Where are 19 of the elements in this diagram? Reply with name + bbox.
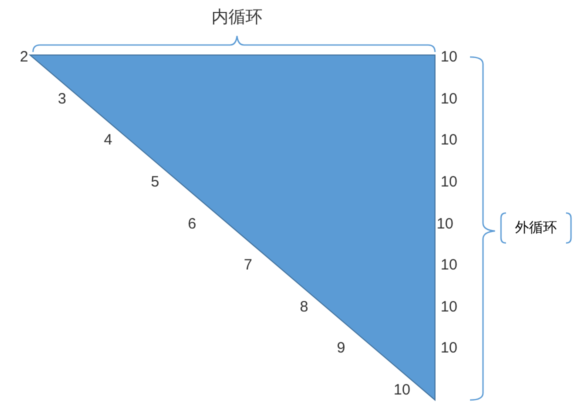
- number-label: 10: [440, 340, 458, 356]
- number-label: 7: [244, 258, 252, 272]
- number-label: 10: [440, 174, 458, 190]
- number-label: 10: [440, 50, 458, 64]
- number-label: 10: [440, 300, 458, 314]
- number-label: 6: [188, 216, 196, 232]
- number-label: 4: [104, 132, 112, 148]
- number-label: 8: [300, 300, 308, 314]
- number-label: 10: [440, 92, 458, 106]
- number-label: 10: [440, 258, 458, 272]
- bracket-box: 外循环: [500, 212, 572, 244]
- number-label: 2: [20, 50, 28, 64]
- number-label: 3: [58, 92, 66, 106]
- number-label: 10: [440, 132, 458, 148]
- brace-label: 内循环: [212, 8, 262, 26]
- number-label: 9: [336, 340, 346, 356]
- number-label: 10: [394, 382, 410, 398]
- number-label: 10: [436, 216, 454, 232]
- number-label: 5: [150, 174, 160, 190]
